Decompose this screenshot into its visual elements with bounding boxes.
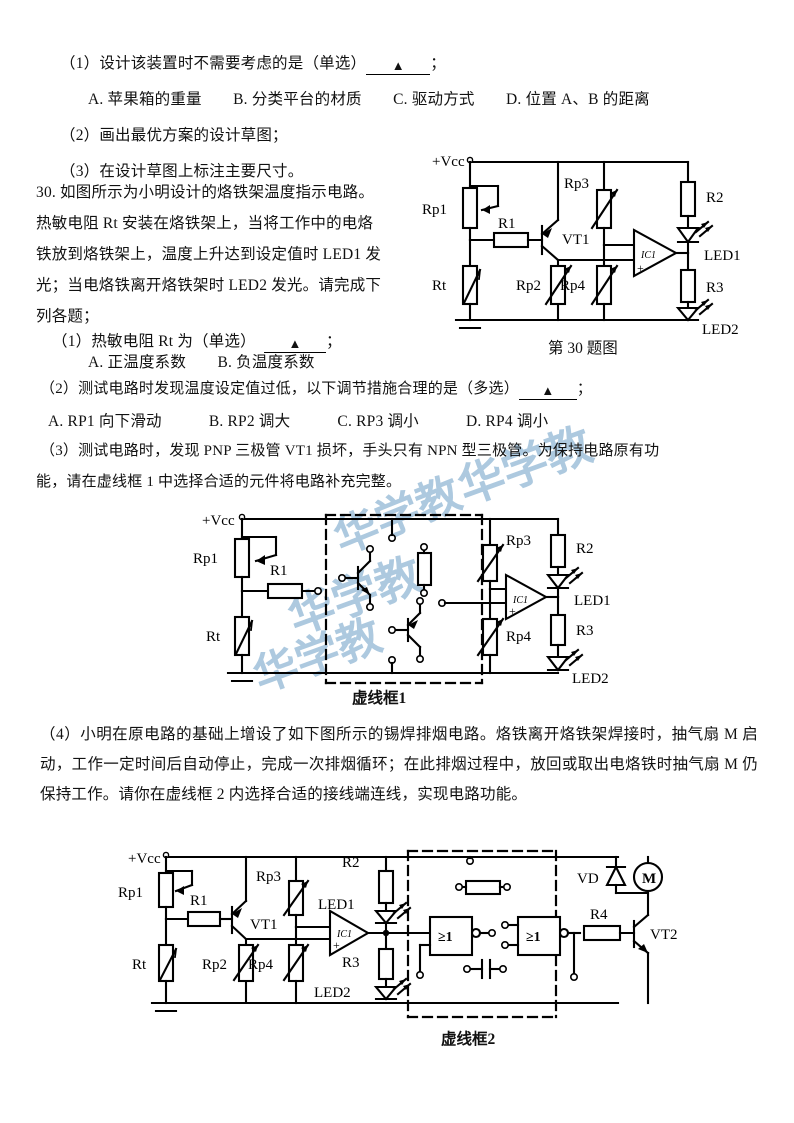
fig2-label-vcc: +Vcc [202, 513, 235, 529]
figure-3-circuit: +Vcc Rp1 R1 Rt VT1 Rp2 Rp3 Rp4 IC1 + R2 … [118, 845, 678, 1030]
fig1-label-ic1: IC1 [640, 250, 656, 261]
figure-3-caption: 虚线框2 [441, 1031, 496, 1048]
fig2-label-led2: LED2 [572, 671, 609, 687]
fig1-label-r2: R2 [706, 190, 724, 206]
fig3-label-motor: M [642, 871, 656, 887]
q30-stem-line-3: 铁放到烙铁架上，温度上升达到设定值时 LED1 发 [36, 246, 382, 263]
fig2-label-r2: R2 [576, 541, 594, 557]
q30-stem-line-2: 热敏电阻 Rt 安装在烙铁架上，当将工作中的电烙 [36, 215, 374, 232]
fig1-label-r1: R1 [498, 216, 516, 232]
fig3-label-r2: R2 [342, 855, 360, 871]
fig3-label-rp1: Rp1 [118, 885, 143, 901]
fig3-label-r4: R4 [590, 907, 608, 923]
fig1-label-vcc: +Vcc [432, 154, 465, 170]
q29-1-text: （1）设计该装置时不需要考虑的是（单选） [60, 55, 367, 72]
q29-3-line: （3）在设计草图上标注主要尺寸。 [60, 163, 304, 180]
q30-stem-line-1: 30. 如图所示为小明设计的烙铁架温度指示电路。 [36, 184, 375, 201]
fig3-label-rp2: Rp2 [202, 957, 227, 973]
fig1-label-rp1: Rp1 [422, 202, 447, 218]
fig1-label-led2: LED2 [702, 322, 739, 338]
q30-stem-line-4: 光；当电烙铁离开烙铁架时 LED2 发光。请完成下 [36, 277, 382, 294]
fig3-label-gate1: ≥1 [438, 930, 453, 945]
fig3-label-plus: + [333, 938, 340, 952]
fig3-label-led1: LED1 [318, 897, 355, 913]
q30-1-line: （1）热敏电阻 Rt 为（单选） ▲； [52, 334, 342, 353]
q29-1-line: （1）设计该装置时不需要考虑的是（单选）▲； [60, 56, 446, 75]
q30-2-answer-blank[interactable]: ▲ [518, 384, 577, 400]
fig3-label-vt1: VT1 [250, 917, 278, 933]
fig2-label-rp4: Rp4 [506, 629, 532, 645]
q30-2-options: A. RP1 向下滑动 B. RP2 调大 C. RP3 调小 D. RP4 调… [48, 413, 549, 430]
q29-2-line: （2）画出最优方案的设计草图； [60, 127, 288, 144]
fig2-label-r3: R3 [576, 623, 594, 639]
q29-1-answer-blank[interactable]: ▲ [366, 58, 431, 75]
q30-2-text: （2）测试电路时发现温度设定值过低，以下调节措施合理的是（多选） [40, 381, 519, 397]
fig3-label-r1: R1 [190, 893, 208, 909]
figure-2-circuit: +Vcc Rp1 R1 Rt Rp3 Rp4 IC1 + R2 LED1 R3 … [190, 505, 611, 695]
q30-3-line-1: （3）测试电路时，发现 PNP 三极管 VT1 损坏，手头只有 NPN 型三极管… [40, 443, 660, 459]
q30-4-paragraph: （4）小明在原电路的基础上增设了如下图所示的锡焊排烟电路。烙铁离开烙铁架焊接时，… [40, 726, 758, 803]
q30-2-semicolon: ； [576, 381, 593, 397]
fig2-label-plus: + [509, 604, 516, 618]
fig2-label-rp3: Rp3 [506, 533, 531, 549]
q30-3-line-2: 能，请在虚线框 1 中选择合适的元件将电路补充完整。 [36, 474, 402, 490]
fig3-label-gate2: ≥1 [526, 930, 541, 945]
fig1-label-plus: + [637, 261, 644, 275]
fig3-label-rp3: Rp3 [256, 869, 281, 885]
fig3-label-vcc: +Vcc [128, 851, 161, 867]
q30-stem-line-5: 列各题； [36, 308, 99, 325]
figure-1-caption: 第 30 题图 [548, 340, 618, 357]
fig3-label-led2: LED2 [314, 985, 351, 1001]
fig3-label-ic1: IC1 [336, 929, 352, 940]
fig2-label-led1: LED1 [574, 593, 611, 609]
fig1-label-rp2: Rp2 [516, 278, 541, 294]
q30-1-semicolon: ； [326, 333, 342, 350]
q29-1-options: A. 苹果箱的重量 B. 分类平台的材质 C. 驱动方式 D. 位置 A、B 的… [88, 91, 650, 108]
q30-1-text: （1）热敏电阻 Rt 为（单选） [52, 333, 256, 350]
fig3-label-r3: R3 [342, 955, 360, 971]
fig1-label-r3: R3 [706, 280, 724, 296]
fig3-label-rp4: Rp4 [248, 957, 274, 973]
fig1-label-rp4: Rp4 [560, 278, 586, 294]
fig1-label-rt: Rt [432, 278, 447, 294]
q30-1-options: A. 正温度系数 B. 负温度系数 [88, 354, 315, 371]
q29-1-semicolon: ； [430, 55, 446, 72]
fig3-label-rt: Rt [132, 957, 147, 973]
fig3-label-vt2: VT2 [650, 927, 678, 943]
q30-1-answer-blank[interactable]: ▲ [264, 336, 327, 353]
fig1-label-rp3: Rp3 [564, 176, 589, 192]
figure-2-caption: 虚线框1 [352, 690, 407, 707]
figure-1-circuit: +Vcc Rp1 R1 Rt VT1 Rp2 Rp3 Rp4 IC1 + R2 … [422, 148, 758, 338]
fig3-label-vd: VD [577, 871, 599, 887]
fig1-label-led1: LED1 [704, 248, 741, 264]
fig2-label-rp1: Rp1 [193, 551, 218, 567]
fig2-label-ic1: IC1 [512, 595, 528, 606]
fig2-label-rt: Rt [206, 629, 221, 645]
q30-2-line: （2）测试电路时发现温度设定值过低，以下调节措施合理的是（多选）▲； [40, 382, 592, 400]
fig1-label-vt1: VT1 [562, 232, 590, 248]
fig2-label-r1: R1 [270, 563, 288, 579]
